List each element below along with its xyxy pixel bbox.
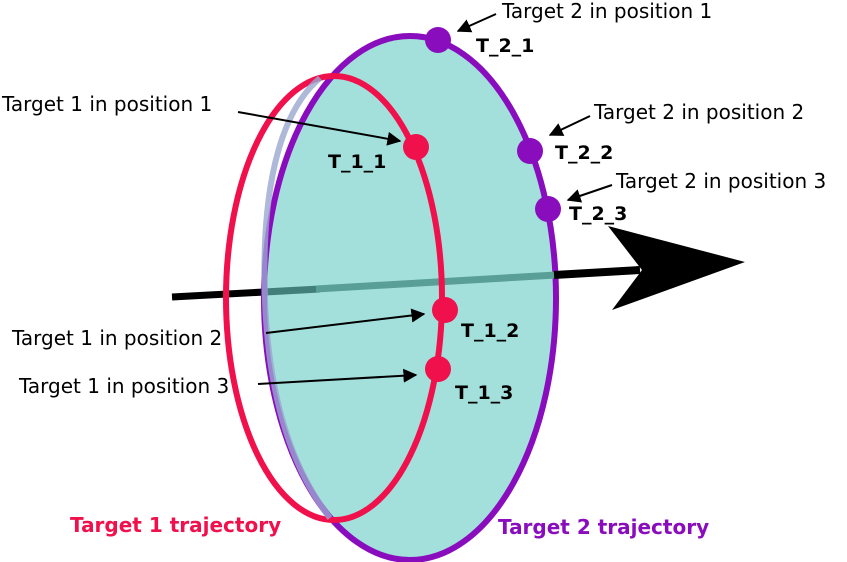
label-target2-position1: Target 2 in position 1	[501, 0, 712, 23]
legend-target1-trajectory: Target 1 trajectory	[70, 513, 281, 537]
legend-target2-trajectory: Target 2 trajectory	[498, 515, 709, 539]
tag-T_2_1: T_2_1	[476, 35, 534, 57]
tag-T_1_2: T_1_2	[461, 320, 519, 342]
label-target2-position2: Target 2 in position 2	[593, 100, 804, 124]
tag-T_1_1: T_1_1	[328, 151, 386, 173]
target2-position1-dot	[425, 27, 451, 53]
tag-T_2_2: T_2_2	[555, 142, 613, 164]
target1-position2-dot	[432, 297, 458, 323]
target2-position3-dot	[535, 196, 561, 222]
leader-arrow-t2-p1	[456, 13, 497, 33]
tag-T_1_3: T_1_3	[455, 382, 513, 404]
label-target2-position3: Target 2 in position 3	[615, 169, 826, 193]
target1-position3-dot	[425, 356, 451, 382]
label-target1-position1: Target 1 in position 1	[1, 92, 212, 116]
leader-arrow-t1-p1	[237, 111, 402, 146]
leader-arrow-t2-p2	[548, 115, 591, 136]
target2-position2-dot	[517, 138, 543, 164]
leader-arrow-t1-p3	[257, 368, 418, 385]
target1-hidden-arc	[261, 75, 333, 520]
label-target1-position3: Target 1 in position 3	[18, 374, 229, 398]
axis-line-front	[553, 266, 641, 279]
leader-arrow-t1-p2	[265, 308, 426, 334]
label-target1-position2: Target 1 in position 2	[11, 326, 222, 350]
target1-position1-dot	[403, 134, 429, 160]
tag-T_2_3: T_2_3	[569, 203, 627, 225]
axis-line-through-disc	[315, 271, 557, 293]
axis-arrowhead	[608, 226, 745, 310]
leader-arrow-t2-p3	[566, 184, 613, 203]
